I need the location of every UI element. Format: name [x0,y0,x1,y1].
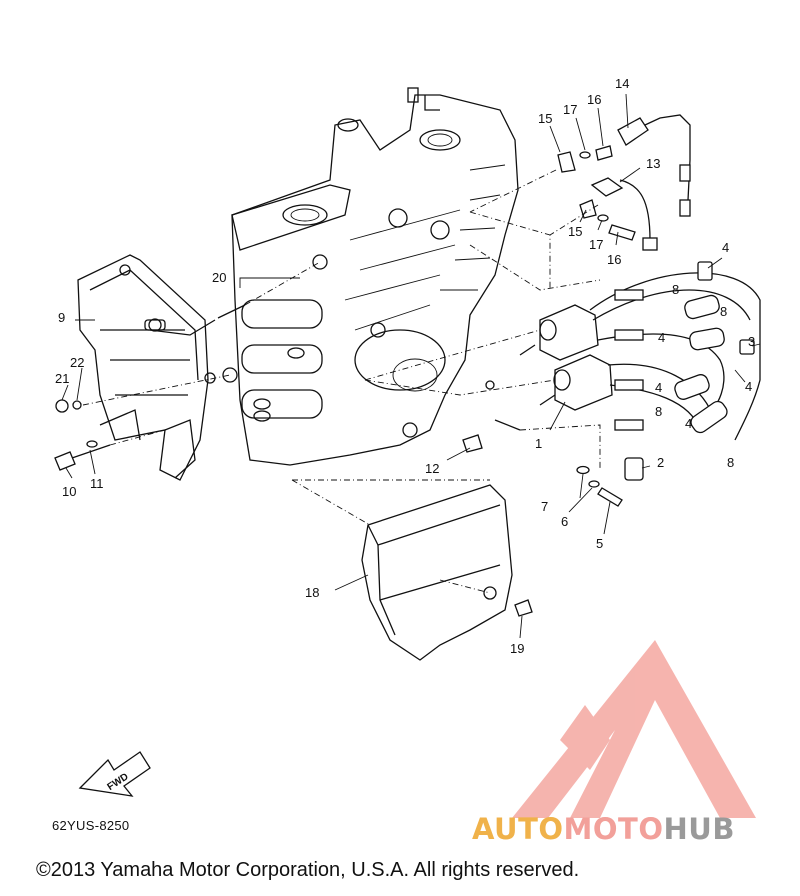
callout-18: 18 [305,585,319,600]
callout-20: 20 [212,270,226,285]
callout-16b: 16 [607,252,621,267]
callout-15a: 15 [538,111,552,126]
callout-21: 21 [55,371,69,386]
callout-6: 6 [561,514,568,529]
fasteners-drawing [54,304,533,617]
brand-hub: HUB [663,812,735,846]
callout-22: 22 [70,355,84,370]
callout-11: 11 [90,476,104,491]
ignition-coil-drawing [519,261,761,507]
diagram-code: 62YUS-8250 [52,818,130,833]
callout-8b: 8 [720,304,727,319]
callout-17a: 17 [563,102,577,117]
fwd-arrow-icon: FWD [78,751,151,797]
callout-17b: 17 [589,237,603,252]
watermark-brand-text: AUTOMOTOHUB [472,812,735,846]
brand-moto: MOTO [563,812,664,846]
callout-7: 7 [541,499,548,514]
callout-4a: 4 [722,240,729,255]
callout-16a: 16 [587,92,601,107]
callout-13: 13 [646,156,660,171]
callout-5: 5 [596,536,603,551]
callout-10: 10 [62,484,76,499]
brand-auto: AUTO [472,812,564,846]
engine-bracket-drawing [77,254,216,481]
electrical-cover-drawing [361,484,513,661]
callout-4e: 4 [685,416,692,431]
callout-9: 9 [58,310,65,325]
callout-labels: 1 2 3 4 4 4 4 4 5 6 7 8 8 8 8 9 10 11 12… [55,76,755,656]
callout-3: 3 [748,334,755,349]
callout-19: 19 [510,641,524,656]
automotohub-logo-icon [512,640,756,818]
callout-8d: 8 [727,455,734,470]
copyright-notice: ©2013 Yamaha Motor Corporation, U.S.A. A… [36,859,580,881]
callout-4c: 4 [745,379,752,394]
callout-15b: 15 [568,224,582,239]
callout-12: 12 [425,461,439,476]
engine-block-drawing [222,87,519,466]
callout-14: 14 [615,76,629,91]
callout-8a: 8 [672,282,679,297]
callout-8c: 8 [655,404,662,419]
callout-4d: 4 [655,380,662,395]
leader-lines [61,93,761,639]
callout-1: 1 [535,436,542,451]
callout-2: 2 [657,455,664,470]
callout-4b: 4 [658,330,665,345]
